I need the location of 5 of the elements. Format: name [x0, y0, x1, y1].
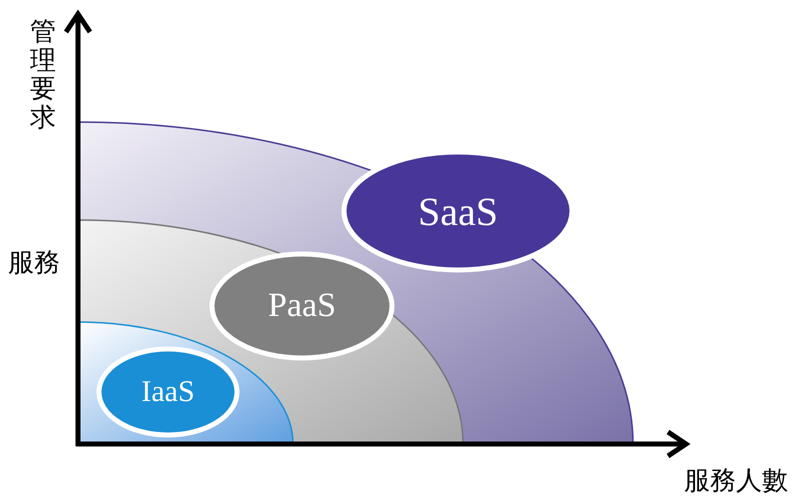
- y-axis-title: 管理要求: [29, 18, 57, 132]
- service-ellipse: IaaS: [96, 346, 240, 438]
- x-axis-title: 服務人數: [684, 466, 789, 496]
- service-ellipse: PaaS: [209, 251, 395, 361]
- y-axis-label: 服務: [8, 248, 61, 278]
